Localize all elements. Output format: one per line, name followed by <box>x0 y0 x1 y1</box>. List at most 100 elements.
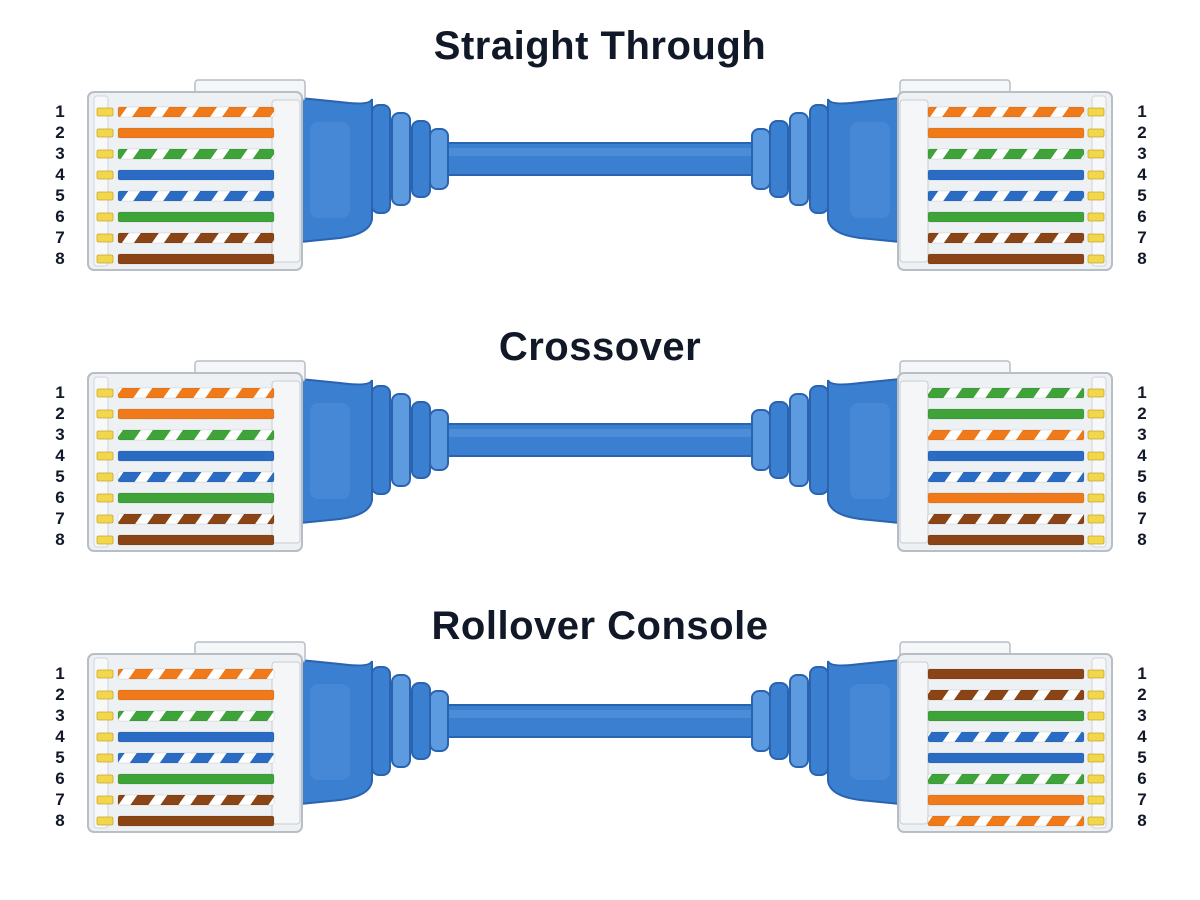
wire-left-pin-5 <box>117 752 275 764</box>
right-contact-rail <box>1091 95 1107 267</box>
gold-contact-left-2 <box>96 128 114 138</box>
wire-left-pin-4 <box>117 731 275 743</box>
pin-number-label: 7 <box>55 509 65 528</box>
right-boot-rib-3 <box>769 682 789 760</box>
wire-right-pin-3 <box>927 429 1085 441</box>
right-boot-base <box>827 96 901 244</box>
gold-contact-right-5 <box>1087 753 1105 763</box>
gold-contact-right-6 <box>1087 493 1105 503</box>
pin-number-label: 6 <box>55 488 65 507</box>
pin-number-label: 5 <box>1137 186 1147 205</box>
right-boot-rib-1 <box>809 104 829 214</box>
left-boot-highlight <box>310 403 350 499</box>
wire-left-pin-7 <box>117 513 275 525</box>
gold-contact-right-8 <box>1087 816 1105 826</box>
wire-right-pin-5 <box>927 471 1085 483</box>
gold-contact-right-1 <box>1087 388 1105 398</box>
cable-jacket <box>439 142 761 176</box>
wire-left-pin-8 <box>117 253 275 265</box>
gold-contact-left-1 <box>96 107 114 117</box>
right-connector-frame <box>899 661 929 825</box>
cable-jacket <box>439 704 761 738</box>
title-rollover-console: Rollover Console <box>431 604 769 648</box>
gold-contact-left-8 <box>96 254 114 264</box>
pin-number-label: 5 <box>55 186 65 205</box>
pin-number-label: 2 <box>55 123 65 142</box>
wire-right-pin-1 <box>927 387 1085 399</box>
wire-right-pin-7 <box>927 232 1085 244</box>
gold-contact-right-4 <box>1087 451 1105 461</box>
gold-contact-left-5 <box>96 753 114 763</box>
wire-right-pin-4 <box>927 169 1085 181</box>
right-boot-rib-1 <box>809 666 829 776</box>
wire-right-pin-4 <box>927 731 1085 743</box>
left-connector-frame <box>271 661 301 825</box>
pin-number-label: 1 <box>1137 383 1147 402</box>
pin-number-label: 4 <box>1137 165 1147 184</box>
pin-number-label: 7 <box>1137 228 1147 247</box>
gold-contact-right-7 <box>1087 233 1105 243</box>
gold-contact-left-6 <box>96 493 114 503</box>
pin-number-label: 4 <box>55 727 65 746</box>
wire-right-pin-5 <box>927 752 1085 764</box>
wire-right-pin-8 <box>927 815 1085 827</box>
cable-assembly-1 <box>87 79 1113 271</box>
pin-number-label: 3 <box>55 706 65 725</box>
gold-contact-left-8 <box>96 535 114 545</box>
wire-right-pin-2 <box>927 408 1085 420</box>
pin-number-label: 2 <box>1137 685 1147 704</box>
cable-jacket <box>439 423 761 457</box>
gold-contact-left-4 <box>96 170 114 180</box>
pin-number-label: 6 <box>1137 488 1147 507</box>
pin-number-label: 3 <box>55 144 65 163</box>
pin-number-label: 3 <box>55 425 65 444</box>
left-boot-rib-3 <box>411 682 431 760</box>
wire-left-pin-2 <box>117 689 275 701</box>
pin-number-label: 1 <box>55 383 65 402</box>
left-contact-rail <box>93 95 109 267</box>
right-boot-rib-3 <box>769 401 789 479</box>
wire-right-pin-3 <box>927 710 1085 722</box>
cable-highlight <box>440 710 760 718</box>
right-boot-rib-4 <box>751 690 771 752</box>
left-contact-rail <box>93 657 109 829</box>
wire-left-pin-3 <box>117 710 275 722</box>
left-boot-base <box>299 96 373 244</box>
gold-contact-right-6 <box>1087 774 1105 784</box>
wire-right-pin-8 <box>927 253 1085 265</box>
left-boot-rib-3 <box>411 120 431 198</box>
gold-contact-right-5 <box>1087 191 1105 201</box>
pin-number-label: 8 <box>1137 530 1147 549</box>
pin-number-label: 6 <box>1137 769 1147 788</box>
wire-left-pin-4 <box>117 169 275 181</box>
wire-right-pin-6 <box>927 211 1085 223</box>
gold-contact-right-2 <box>1087 128 1105 138</box>
gold-contact-right-7 <box>1087 795 1105 805</box>
left-boot-rib-4 <box>429 409 449 471</box>
pin-number-label: 3 <box>1137 144 1147 163</box>
wire-right-pin-1 <box>927 668 1085 680</box>
pin-number-label: 8 <box>1137 811 1147 830</box>
pin-number-label: 4 <box>55 165 65 184</box>
gold-contact-left-5 <box>96 191 114 201</box>
gold-contact-left-3 <box>96 711 114 721</box>
gold-contact-right-1 <box>1087 107 1105 117</box>
wire-left-pin-1 <box>117 668 275 680</box>
gold-contact-left-7 <box>96 514 114 524</box>
wire-right-pin-3 <box>927 148 1085 160</box>
left-boot-highlight <box>310 684 350 780</box>
gold-contact-left-4 <box>96 732 114 742</box>
gold-contact-left-1 <box>96 669 114 679</box>
gold-contact-right-4 <box>1087 170 1105 180</box>
gold-contact-left-3 <box>96 149 114 159</box>
wire-left-pin-1 <box>117 387 275 399</box>
left-boot-rib-1 <box>371 385 391 495</box>
pin-number-label: 4 <box>1137 727 1147 746</box>
right-boot-highlight <box>850 403 890 499</box>
pin-number-label: 2 <box>55 685 65 704</box>
wire-left-pin-6 <box>117 492 275 504</box>
right-contact-rail <box>1091 657 1107 829</box>
gold-contact-right-4 <box>1087 732 1105 742</box>
left-boot-rib-2 <box>391 393 411 487</box>
